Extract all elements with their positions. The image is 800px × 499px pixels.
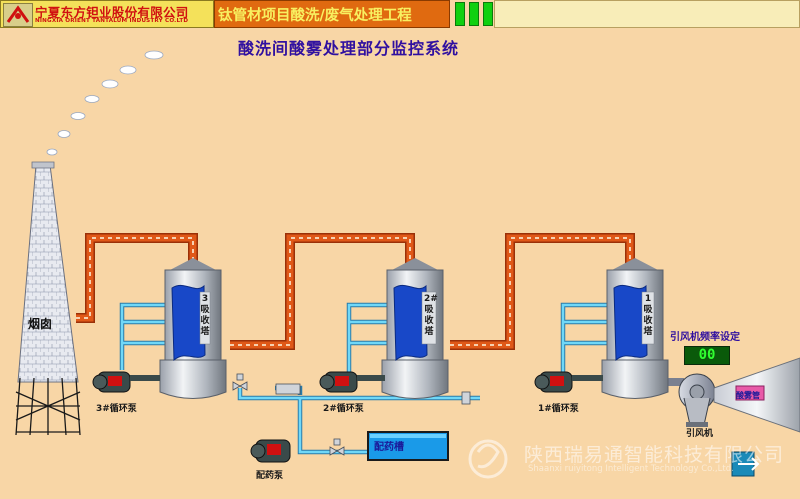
chimney	[15, 161, 81, 436]
company-name-cn: 宁夏东方钽业股份有限公司	[35, 5, 189, 20]
project-title: 钛管材项目酸洗/废气处理工程	[218, 7, 412, 24]
tower-2	[381, 258, 449, 399]
fan-frequency-input[interactable]: 00	[684, 346, 730, 365]
tower-2-label: 2#吸收塔	[424, 294, 438, 337]
pump-2-label: 2#循环泵	[323, 404, 364, 414]
status-indicator-3[interactable]	[483, 2, 493, 26]
fan-frequency-label: 引风机频率设定	[670, 332, 740, 343]
pump-3-label: 3#循环泵	[96, 404, 137, 414]
status-indicator-1[interactable]	[455, 2, 465, 26]
company-name-en: NINGXIA ORIENT TANTALUM INDUSTRY CO.LTD	[35, 18, 189, 24]
dosing-tank-label: 配药槽	[374, 442, 404, 453]
fan-label: 引风机	[686, 429, 714, 439]
pump-1-icon	[534, 371, 603, 393]
company-logo-icon	[3, 3, 33, 27]
watermark-logo	[468, 439, 508, 479]
watermark-company-en: Shaanxi ruiyitong Intelligent Technology…	[528, 464, 734, 474]
dosing-pump-icon	[250, 439, 291, 463]
page-title: 酸洗间酸雾处理部分监控系统	[238, 39, 460, 58]
company-logo-box: 宁夏东方钽业股份有限公司 NINGXIA ORIENT TANTALUM IND…	[0, 0, 214, 28]
spray-pipes-fill	[120, 303, 609, 454]
pump-3-icon	[92, 371, 160, 393]
pump-2-icon	[319, 371, 385, 393]
header-right-panel	[494, 0, 800, 28]
outlet-label: 酸雾管	[736, 391, 760, 400]
exhaust-duct	[76, 233, 635, 355]
tower-3	[159, 258, 227, 399]
smoke-puffs	[46, 50, 164, 156]
project-title-box: 钛管材项目酸洗/废气处理工程	[214, 0, 450, 28]
dosing-tank	[367, 431, 449, 461]
tower-1	[601, 258, 669, 399]
pump-1-label: 1#循环泵	[538, 404, 579, 414]
chimney-label: 烟囱	[28, 317, 53, 331]
watermark-company-cn: 陕西瑞易通智能科技有限公司	[524, 444, 785, 466]
exit-icon	[731, 451, 760, 477]
status-indicator-2[interactable]	[469, 2, 479, 26]
dosing-pump-label: 配药泵	[256, 471, 284, 481]
fan-icon	[678, 373, 716, 427]
outlet-cone	[713, 357, 800, 433]
valve-icons	[232, 373, 471, 456]
